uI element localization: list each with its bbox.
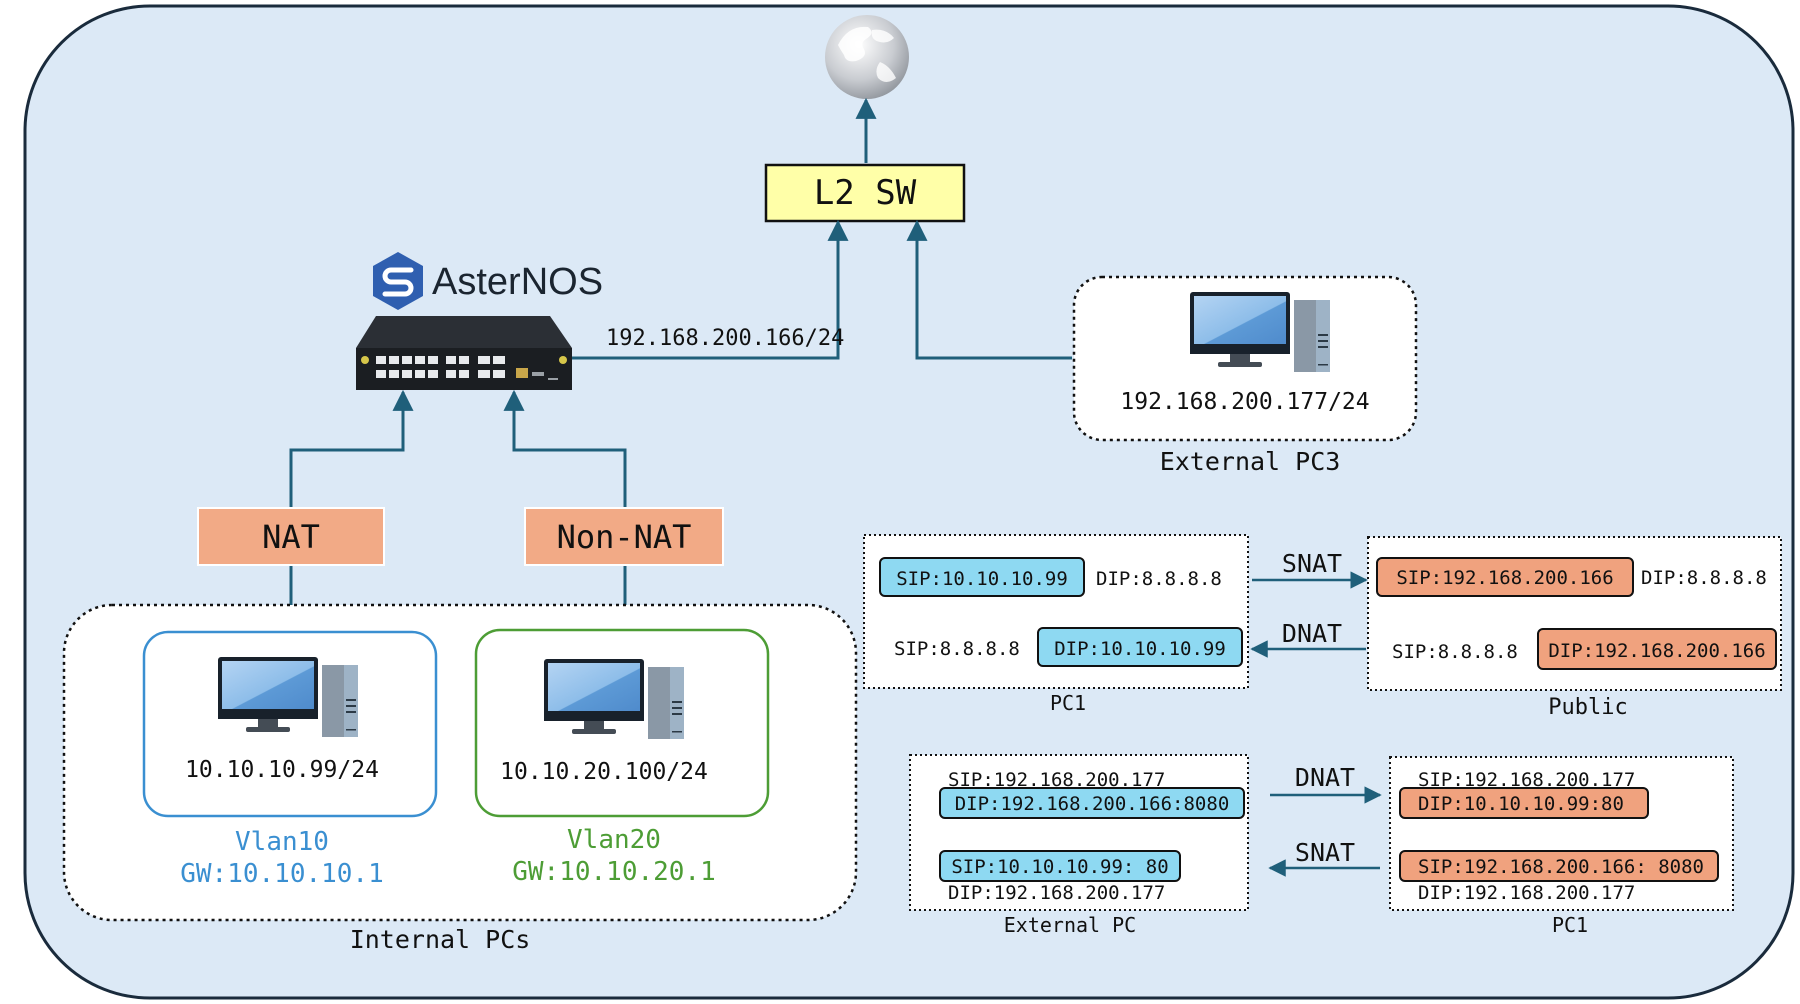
dnat-row1-left-dip: DIP:192.168.200.166:8080 — [955, 793, 1230, 815]
dnat-row1-right-sip: SIP:192.168.200.177 — [1418, 769, 1635, 791]
dnat-right-group — [1389, 756, 1734, 911]
external-pc3-ip: 192.168.200.177/24 — [1120, 389, 1369, 415]
snat-row2-right-dip-chip — [1537, 628, 1777, 670]
dnat-row1-right-dip-chip — [1399, 787, 1649, 819]
snat-row1-right-sip-chip — [1376, 557, 1634, 597]
asternos-logo-icon — [373, 252, 423, 310]
snat-row1-right-sip: SIP:192.168.200.166 — [1396, 567, 1613, 589]
pc2-vlan: Vlan20 — [567, 825, 661, 855]
network-switch-icon — [356, 316, 572, 390]
pc1-vlan: Vlan10 — [235, 827, 329, 857]
snat-row1-left-dip: DIP:8.8.8.8 — [1096, 568, 1222, 590]
dnat-row1-left-sip: SIP:192.168.200.177 — [948, 769, 1165, 791]
snat-row2-left-dip-chip — [1037, 627, 1243, 667]
pc1-ip: 10.10.10.99/24 — [185, 757, 379, 783]
pc2-card — [474, 628, 770, 818]
snat-row2-right-sip: SIP:8.8.8.8 — [1392, 641, 1518, 663]
dnat-row1-right-dip: DIP:10.10.10.99:80 — [1418, 793, 1624, 815]
external-pc3-caption: External PC3 — [1160, 447, 1341, 476]
snat-right-caption: Public — [1548, 695, 1627, 720]
dnat-left-group — [909, 754, 1249, 911]
dnat-row2-left-sip: SIP:10.10.10.99: 80 — [951, 856, 1168, 878]
dnat-row2-right-sip-chip — [1399, 850, 1719, 882]
asternos-brand: AsterNOS — [432, 261, 603, 303]
pc1-gateway: GW:10.10.10.1 — [180, 859, 384, 889]
dnat-left-caption: External PC — [1004, 913, 1136, 937]
dnat-row2-right-sip: SIP:192.168.200.166: 8080 — [1418, 856, 1704, 878]
asternos-uplink-ip: 192.168.200.166/24 — [606, 326, 844, 351]
dnat-row2-left-sip-chip — [939, 850, 1181, 882]
snat-left-caption: PC1 — [1050, 691, 1086, 715]
snat-row1-action: SNAT — [1282, 549, 1342, 578]
nat-to-asternos-link — [289, 389, 414, 508]
dnat-row2-left-dip: DIP:192.168.200.177 — [948, 882, 1165, 904]
non-nat-to-asternos-link — [503, 389, 627, 508]
l2-switch-box — [764, 163, 966, 223]
dnat-row1-left-dip-chip — [939, 787, 1245, 819]
nat-label: NAT — [262, 518, 320, 556]
dnat-right-caption: PC1 — [1552, 913, 1588, 937]
dnat-row2-action: SNAT — [1295, 838, 1355, 867]
pc3-to-l2sw-link — [906, 219, 1072, 360]
dnat-row1-action: DNAT — [1295, 763, 1355, 792]
pc1-card — [142, 630, 438, 818]
snat-row2-left-sip: SIP:8.8.8.8 — [894, 638, 1020, 660]
non-nat-label: Non-NAT — [557, 518, 692, 556]
dnat-row2-right-dip: DIP:192.168.200.177 — [1418, 882, 1635, 904]
snat-row2-left-dip: DIP:10.10.10.99 — [1054, 638, 1226, 660]
pc2-ip: 10.10.20.100/24 — [500, 759, 708, 785]
snat-row2-action: DNAT — [1282, 619, 1342, 648]
asternos-to-l2sw-link — [570, 219, 849, 360]
snat-row1-right-dip: DIP:8.8.8.8 — [1641, 567, 1767, 589]
internal-pcs-caption: Internal PCs — [350, 925, 531, 954]
pc2-gateway: GW:10.10.20.1 — [512, 857, 716, 887]
non-nat-box — [524, 507, 724, 566]
nat-box — [197, 507, 385, 566]
globe-icon — [825, 15, 909, 99]
snat-row1-left-sip: SIP:10.10.10.99 — [896, 568, 1068, 590]
l2-switch-label: L2 SW — [814, 173, 917, 213]
snat-row2-right-dip: DIP:192.168.200.166 — [1548, 640, 1765, 662]
snat-row1-left-sip-chip — [879, 557, 1085, 597]
